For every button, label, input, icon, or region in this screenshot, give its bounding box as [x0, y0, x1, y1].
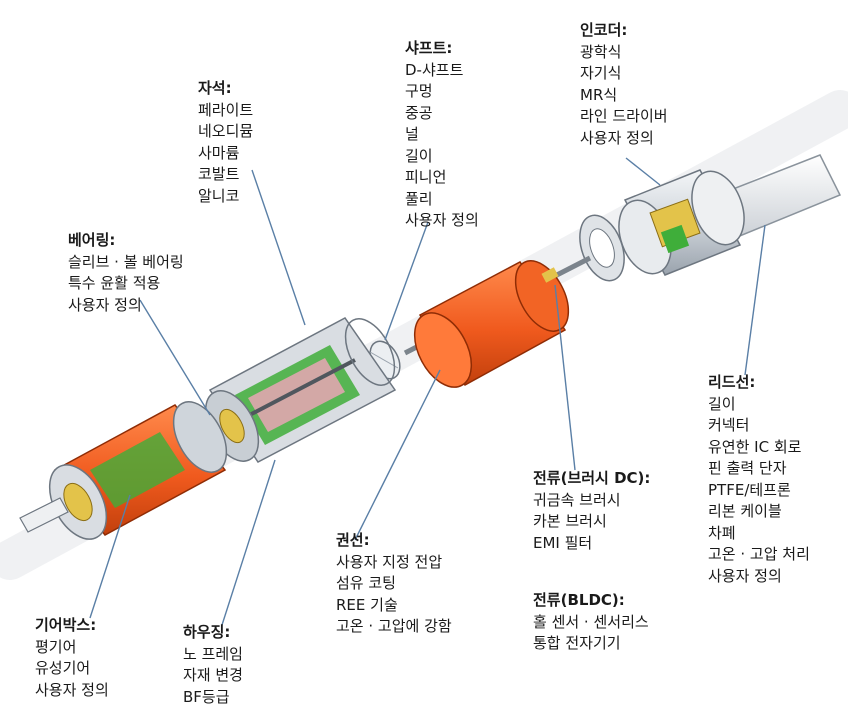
gearbox-item: 사용자 정의 [35, 680, 109, 699]
callout-magnet: 자석: 페라이트 네오디뮴 사마륨 코발트 알니코 [198, 78, 253, 207]
gearbox-assembly [48, 401, 228, 540]
lead-wire-item: 유연한 IC 회로 [708, 437, 802, 456]
winding-title: 권선: [336, 531, 370, 549]
commutation-bldc-item: 홀 센서 · 센서리스 [533, 612, 649, 631]
callout-commutation-brush: 전류(브러시 DC): 귀금속 브러시 카본 브러시 EMI 필터 [533, 468, 650, 554]
shaft-item: 길이 [405, 146, 433, 165]
callout-commutation-bldc: 전류(BLDC): 홀 센서 · 센서리스 통합 전자기기 [533, 590, 649, 655]
lead-wire-item: 사용자 정의 [708, 566, 782, 585]
gearbox-item: 유성기어 [35, 659, 91, 677]
magnet-item: 네오디뮴 [198, 122, 254, 140]
lead-wire-item: PTFE/테프론 [708, 480, 791, 499]
shaft-item: 구멍 [405, 82, 433, 100]
lead-wire-item: 차폐 [708, 523, 736, 542]
callout-shaft: 샤프트: D-샤프트 구멍 중공 널 길이 피니언 풀리 사용자 정의 [405, 38, 479, 232]
encoder-item: MR식 [580, 85, 618, 104]
winding-item: 섬유 코팅 [336, 574, 396, 592]
winding-item: 사용자 지정 전압 [336, 552, 443, 571]
commutation-brush-item: 카본 브러시 [533, 512, 607, 530]
commutation-brush-item: 귀금속 브러시 [533, 490, 621, 509]
gearbox-item: 평기어 [35, 637, 77, 656]
callout-winding: 권선: 사용자 지정 전압 섬유 코팅 REE 기술 고온 · 고압에 강함 [336, 530, 452, 638]
callout-gearbox: 기어박스: 평기어 유성기어 사용자 정의 [35, 615, 109, 701]
housing-title: 하우징: [183, 623, 231, 641]
output-shaft [19, 497, 69, 533]
winding-item: 고온 · 고압에 강함 [336, 617, 452, 635]
lead-wire-title: 리드선: [708, 373, 756, 391]
bearing-item: 사용자 정의 [68, 295, 142, 314]
commutation-bldc-title: 전류(BLDC): [533, 591, 625, 609]
magnet-title: 자석: [198, 79, 232, 97]
magnet-item: 페라이트 [198, 100, 254, 119]
shaft-item: 풀리 [405, 189, 433, 208]
lead-wire-item: 길이 [708, 394, 736, 413]
lead-wire-item: 고온 · 고압 처리 [708, 545, 810, 563]
bearing-item: 슬리브 · 볼 베어링 [68, 252, 184, 271]
shaft-item: D-샤프트 [405, 60, 464, 79]
magnet-item: 사마륨 [198, 143, 240, 162]
motor-housing [204, 317, 397, 463]
bearing-item: 특수 윤활 적용 [68, 274, 161, 292]
shaft-title: 샤프트: [405, 39, 453, 57]
housing-item: BF등급 [183, 687, 230, 706]
commutation-brush-title: 전류(브러시 DC): [533, 469, 651, 487]
callout-lead-wire: 리드선: 길이 커넥터 유연한 IC 회로 핀 출력 단자 PTFE/테프론 리… [708, 372, 810, 587]
gearbox-title: 기어박스: [35, 616, 97, 634]
lead-wire-item: 핀 출력 단자 [708, 459, 787, 477]
shaft-item: 널 [405, 125, 419, 143]
encoder-item: 자기식 [580, 64, 622, 82]
commutation-bldc-item: 통합 전자기기 [533, 634, 621, 652]
encoder-assembly [579, 169, 745, 282]
housing-item: 노 프레임 [183, 644, 243, 663]
lead-wire-item: 커넥터 [708, 416, 750, 434]
encoder-item: 사용자 정의 [580, 128, 654, 147]
winding-rotor [413, 260, 570, 388]
callout-housing: 하우징: 노 프레임 자재 변경 BF등급 [183, 622, 243, 708]
encoder-title: 인코더: [580, 21, 628, 39]
shaft-item: 중공 [405, 103, 433, 122]
leader-lines [89, 157, 766, 626]
magnet-item: 코발트 [198, 165, 240, 183]
bearing-title: 베어링: [68, 231, 116, 249]
callout-bearing: 베어링: 슬리브 · 볼 베어링 특수 윤활 적용 사용자 정의 [68, 230, 184, 316]
lead-wire-item: 리본 케이블 [708, 502, 782, 520]
magnet-item: 알니코 [198, 186, 240, 205]
encoder-item: 광학식 [580, 42, 622, 61]
commutation-brush-item: EMI 필터 [533, 533, 593, 552]
housing-item: 자재 변경 [183, 666, 243, 684]
encoder-item: 라인 드라이버 [580, 107, 668, 125]
shaft-item: 사용자 정의 [405, 211, 479, 229]
callout-encoder: 인코더: 광학식 자기식 MR식 라인 드라이버 사용자 정의 [580, 20, 668, 149]
winding-item: REE 기술 [336, 595, 398, 614]
shaft-item: 피니언 [405, 168, 447, 186]
